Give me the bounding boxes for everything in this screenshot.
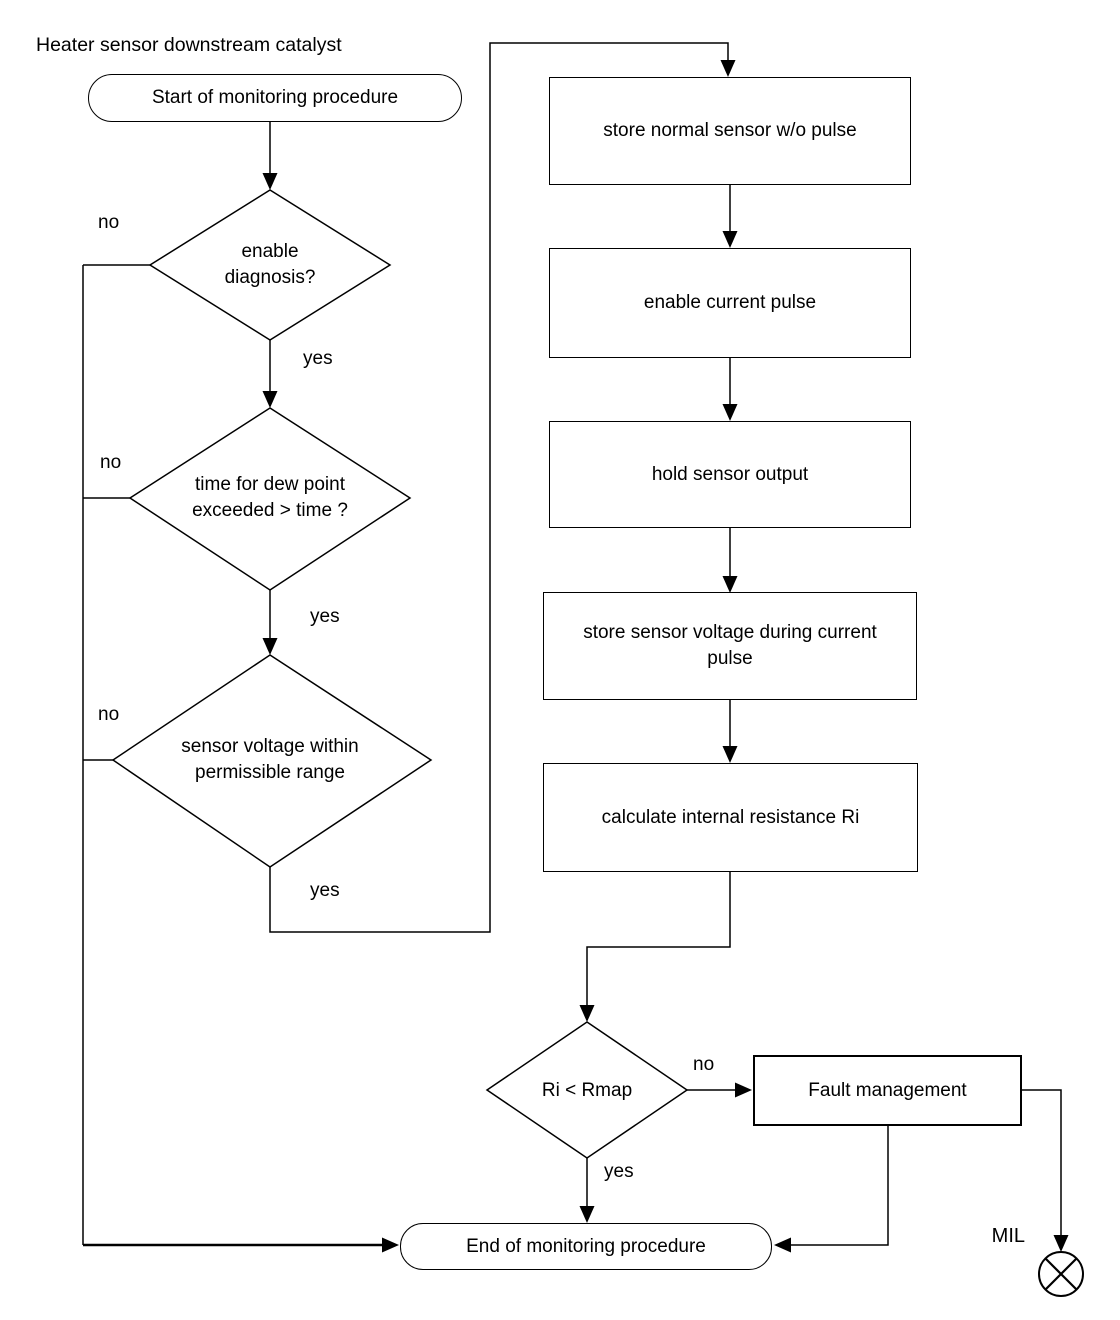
decision-diamond-enable-diagnosis [148, 189, 392, 341]
process-label-store-sensor-voltage: store sensor voltage during current puls… [583, 622, 877, 669]
process-label-store-normal-sensor: store normal sensor w/o pulse [603, 120, 857, 141]
arrowhead-d1-to-d2 [262, 391, 278, 408]
no-label-ri-rmap: no [693, 1054, 715, 1075]
fault-management-label: Fault management [808, 1079, 967, 1101]
process-box-hold-sensor-output: hold sensor output [549, 421, 911, 528]
process-label-hold-sensor-output: hold sensor output [651, 463, 809, 485]
decision-label-dew-point-time: time for dew point exceeded > time ? [192, 474, 348, 521]
arrowhead-trunk-to-end [382, 1237, 399, 1253]
arrowhead-d4-no-to-fault [735, 1082, 752, 1098]
yes-label-dew-point-time: yes [310, 606, 340, 627]
process-box-enable-current-pulse: enable current pulse [549, 248, 911, 358]
arrowhead-box5-to-d4 [579, 1005, 595, 1022]
arrowhead-box3-to-box4 [722, 576, 738, 593]
process-box-store-sensor-voltage: store sensor voltage during current puls… [543, 592, 917, 700]
arrowhead-d2-to-d3 [262, 638, 278, 655]
end-node-label: End of monitoring procedure [466, 1235, 706, 1257]
start-node-label: Start of monitoring procedure [151, 87, 399, 108]
yes-label-enable-diagnosis: yes [303, 348, 333, 369]
process-label-calculate-ri: calculate internal resistance Ri [601, 806, 860, 828]
arrowhead-fault-to-mil [1053, 1235, 1069, 1252]
arrowhead-box1-to-box2 [722, 231, 738, 248]
connector-d3-yes-to-box1 [269, 42, 729, 933]
connector-fault-to-mil [1022, 1089, 1062, 1236]
mil-indicator-icon [1038, 1251, 1084, 1297]
yes-label-sensor-voltage-range: yes [310, 880, 340, 901]
arrowhead-fault-to-end [774, 1237, 791, 1253]
decision-label-enable-diagnosis: enable diagnosis? [224, 241, 316, 288]
decision-diamond-dew-point-time [128, 407, 412, 591]
fault-management-box: Fault management [753, 1055, 1022, 1126]
arrowhead-to-box1 [720, 60, 736, 77]
no-label-sensor-voltage-range: no [98, 704, 120, 725]
arrowhead-d4-yes-to-end [579, 1206, 595, 1223]
page-title: Heater sensor downstream catalyst [36, 34, 342, 56]
end-node: End of monitoring procedure [400, 1223, 772, 1270]
connector-fault-to-end [790, 1126, 889, 1246]
process-box-store-normal-sensor: store normal sensor w/o pulse [549, 77, 911, 185]
connector-box5-to-d4 [586, 872, 731, 1006]
process-label-enable-current-pulse: enable current pulse [643, 292, 817, 313]
start-node: Start of monitoring procedure [88, 74, 462, 122]
mil-label: MIL [991, 1225, 1025, 1247]
decision-diamond-ri-rmap [485, 1021, 689, 1159]
decision-diamond-sensor-voltage-range [111, 654, 433, 868]
yes-label-ri-rmap: yes [604, 1161, 634, 1182]
arrowhead-box2-to-box3 [722, 404, 738, 421]
decision-label-sensor-voltage-range: sensor voltage within permissible range [181, 736, 359, 783]
no-label-enable-diagnosis: no [98, 212, 120, 233]
arrowhead-box4-to-box5 [722, 746, 738, 763]
decision-label-ri-rmap: Ri < Rmap [541, 1080, 633, 1101]
mil-lamp-cross-2 [1044, 1257, 1078, 1291]
arrowhead-start-to-d1 [262, 173, 278, 190]
process-box-calculate-ri: calculate internal resistance Ri [543, 763, 918, 872]
no-label-dew-point-time: no [100, 452, 122, 473]
